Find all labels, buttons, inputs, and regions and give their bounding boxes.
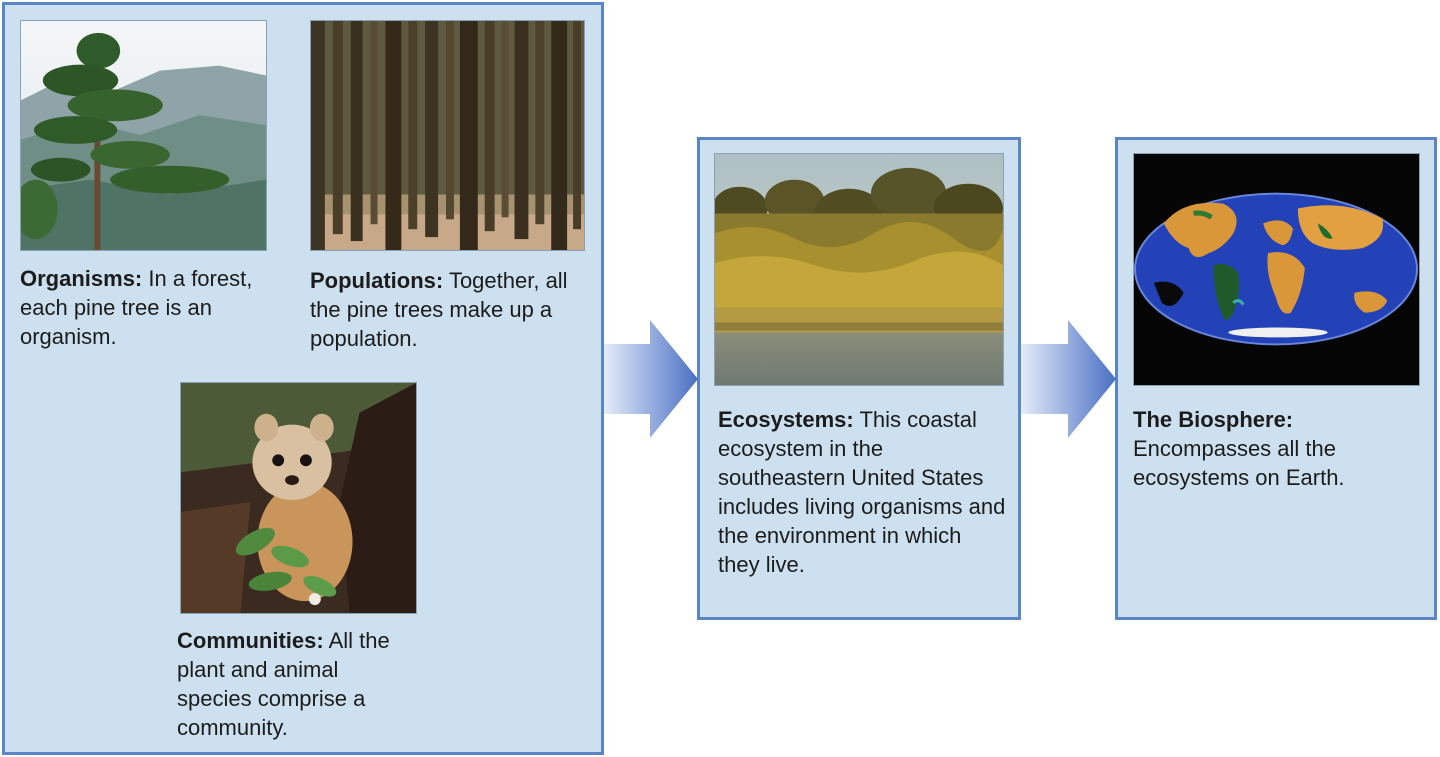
- ecosystems-caption: Ecosystems: This coastal ecosystem in th…: [718, 405, 1008, 579]
- coastal-ecosystem-photo: [714, 153, 1004, 386]
- biosphere-term: The Biosphere:: [1133, 407, 1294, 432]
- ecosystems-term: Ecosystems:: [718, 407, 854, 432]
- populations-caption: Populations: Together, all the pine tree…: [310, 266, 590, 353]
- communities-description: All the plant and animal species compris…: [177, 628, 390, 740]
- populations-term: Populations:: [310, 268, 444, 293]
- biosphere-description: Encompasses all the ecosystems on Earth.: [1133, 436, 1345, 490]
- right-arrow-icon: [1021, 320, 1116, 438]
- communities-caption: Communities: All the plant and animal sp…: [177, 626, 417, 742]
- organisms-description: In a forest, each pine tree is an organi…: [20, 266, 253, 349]
- organisms-caption: Organisms: In a forest, each pine tree i…: [20, 264, 260, 351]
- biosphere-caption: The Biosphere: Encompasses all the ecosy…: [1133, 405, 1423, 492]
- organisms-term: Organisms:: [20, 266, 143, 291]
- populations-description: Together, all the pine trees make up a p…: [310, 268, 568, 351]
- pine-tree-photo: [20, 20, 267, 251]
- right-arrow-icon: [604, 320, 698, 438]
- communities-term: Communities:: [177, 628, 324, 653]
- ecosystems-description: This coastal ecosystem in the southeaste…: [718, 407, 1006, 577]
- pine-marten-photo: [180, 382, 417, 614]
- pine-forest-photo: [310, 20, 585, 251]
- world-map-photo: [1133, 153, 1420, 386]
